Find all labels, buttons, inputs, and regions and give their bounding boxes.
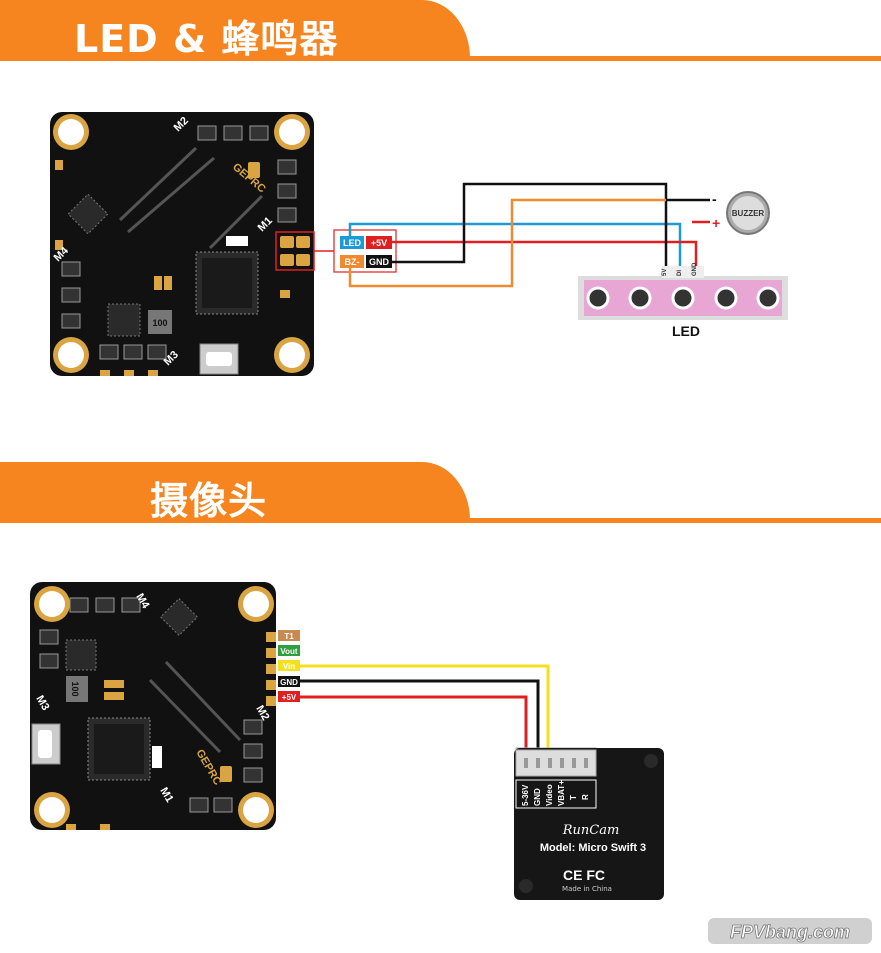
buzzer-label: BUZZER [732, 209, 765, 218]
camera-module: 5-36V GND Video VBAT+ T R RunCam Model: … [514, 747, 664, 900]
pad-label-5v: +5V [371, 238, 387, 248]
buzzer: BUZZER - + [712, 191, 770, 235]
pad-label-box: LED +5V BZ- GND [333, 229, 397, 273]
pad-label-gnd: GND [280, 678, 298, 687]
led-pin-di: DI [677, 270, 683, 276]
camera-pin-t: T [569, 795, 578, 800]
buzzer-plus-label: + [712, 215, 720, 231]
section-header-led: LED & 蜂鸣器 [0, 0, 881, 62]
certification-marks: CE FC [563, 867, 605, 883]
pad-label-gnd: GND [369, 257, 390, 267]
pad-label-vin: Vin [283, 662, 295, 671]
camera-pin-r: R [581, 794, 590, 800]
capacitor-label: 100 [152, 318, 167, 328]
camera-pin-5-36v: 5-36V [521, 784, 530, 806]
buzzer-minus-label: - [712, 191, 717, 207]
camera-model: Model: Micro Swift 3 [540, 842, 646, 854]
section-title-camera: 摄像头 [150, 479, 268, 523]
led-pin-gnd: GND [692, 262, 698, 276]
made-in-label: Made in China [562, 885, 612, 893]
camera-pad-labels: T1 Vout Vin GND +5V [278, 630, 300, 702]
led-strip-label: LED [672, 323, 700, 339]
pad-label-led: LED [343, 238, 362, 248]
pad-label-t1: T1 [284, 632, 294, 641]
led-buzzer-wires [348, 182, 710, 288]
camera-pin-gnd: GND [533, 788, 542, 806]
camera-brand: RunCam [562, 823, 620, 838]
camera-wires [300, 664, 550, 750]
section-title-led: LED & 蜂鸣器 [74, 17, 339, 61]
led-pin-5v: 5V [662, 269, 668, 276]
pad-label-5v: +5V [282, 693, 297, 702]
watermark: FPVbang.com [708, 918, 872, 944]
watermark-text: FPVbang.com [730, 922, 850, 942]
section-header-camera: 摄像头 [0, 462, 881, 524]
header-rule [0, 518, 881, 523]
camera-pin-vbat: VBAT+ [557, 780, 566, 806]
pad-label-bz: BZ- [345, 257, 360, 267]
flight-controller-board-camera: 100 GEPRC M1 M2 M3 M4 [30, 582, 276, 830]
header-tab [0, 0, 470, 58]
led-strip: 5V DI GND LED [578, 262, 788, 339]
header-rule [0, 56, 881, 61]
header-tab [0, 462, 470, 520]
flight-controller-board: 100 GEPRC M1 M2 M3 M4 [50, 112, 315, 376]
capacitor-label: 100 [70, 681, 80, 696]
camera-pin-video: Video [545, 784, 554, 806]
pad-label-vout: Vout [280, 647, 298, 656]
